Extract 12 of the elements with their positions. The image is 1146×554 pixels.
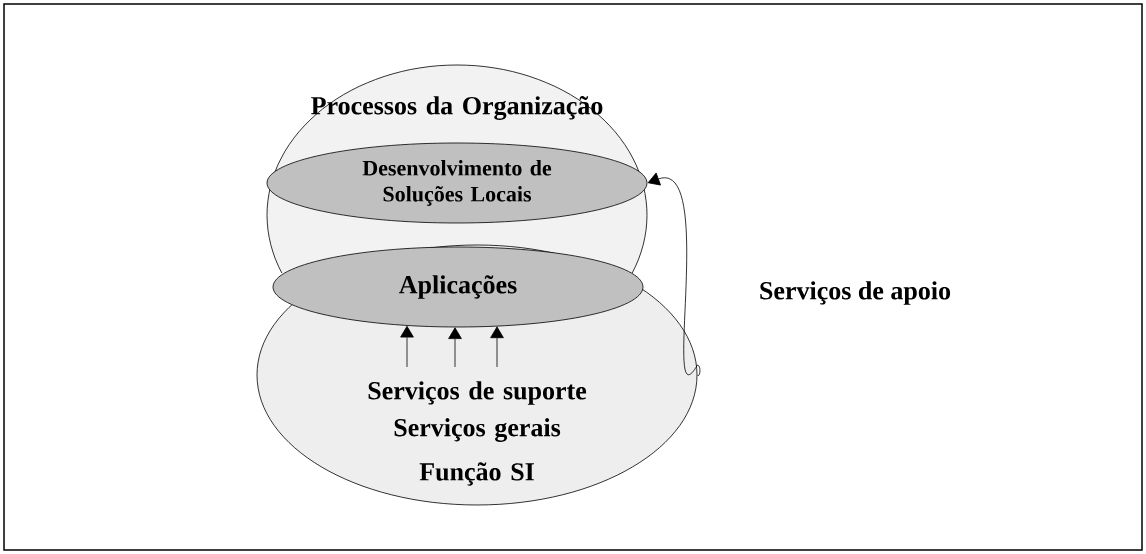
ellipse-label: Função SI — [419, 462, 534, 486]
ellipse-label: Serviços de suporte — [368, 381, 587, 405]
curved-arrow — [647, 172, 701, 376]
ellipse-label: Serviços gerais — [394, 418, 561, 442]
arrow — [490, 326, 504, 368]
ellipse-label: Aplicações — [399, 275, 517, 299]
ellipse-label: Desenvolvimento de Soluções Locais — [362, 160, 552, 206]
arrow — [448, 327, 462, 368]
ellipse-label: Processos da Organização — [311, 96, 603, 120]
arrow — [400, 325, 414, 368]
ellipse — [266, 142, 648, 224]
edge-label: Serviços de apoio — [760, 281, 951, 305]
